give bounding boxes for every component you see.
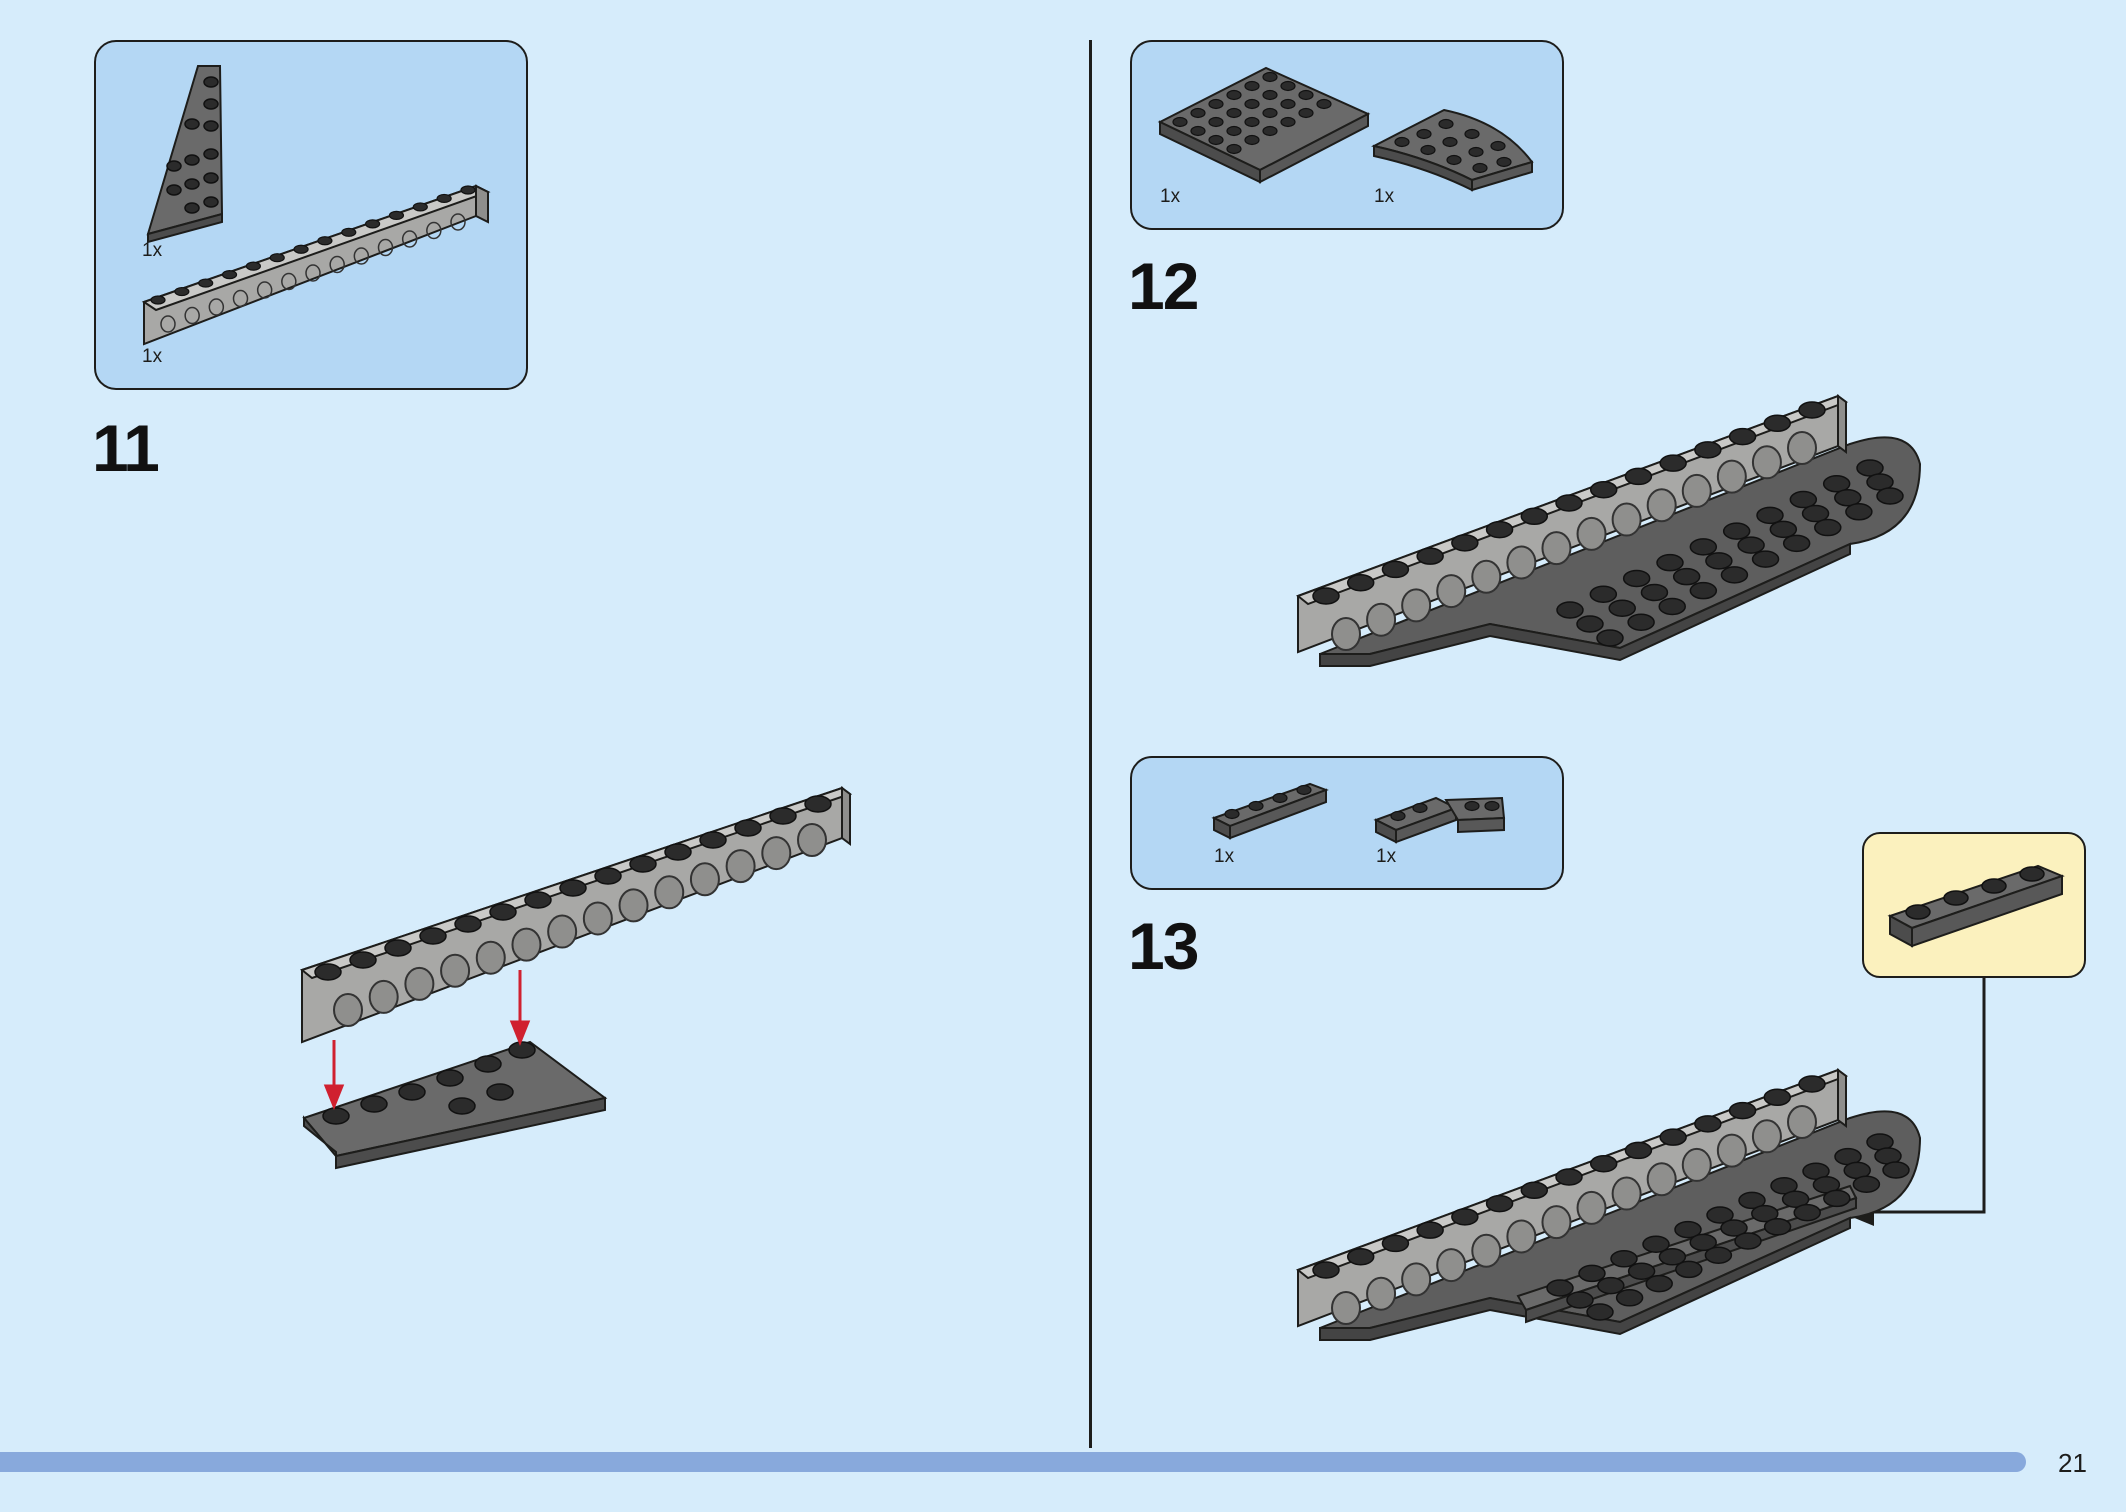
step-13-parts-box: 1x 1x xyxy=(1130,756,1564,890)
plate-1x4-icon xyxy=(1211,782,1329,840)
page-number: 21 xyxy=(2058,1448,2087,1478)
step-13-number: 13 xyxy=(1128,909,1199,983)
submodel-callout xyxy=(1862,832,2086,978)
step-13-part-2-qty: 1x xyxy=(1376,846,1397,867)
technic-brick-icon xyxy=(141,184,491,346)
step-12-part-1-qty: 1x xyxy=(1160,186,1181,207)
progress-bar xyxy=(0,1452,2026,1472)
step-12-number: 12 xyxy=(1128,249,1199,323)
step-12-part-2-qty: 1x xyxy=(1374,186,1395,207)
step-11-part-1-qty: 1x xyxy=(142,240,163,261)
step-12-assembly xyxy=(1295,394,1922,667)
wedge-plate-icon xyxy=(146,65,224,244)
step-11-assembly xyxy=(299,786,853,1170)
step-11-parts-box: 1x 1x xyxy=(94,40,528,390)
step-13-part-1-qty: 1x xyxy=(1214,846,1235,867)
quarter-round-plate-icon xyxy=(1371,108,1534,192)
step-13-assembly xyxy=(1295,1068,1922,1341)
hinge-plate-icon xyxy=(1373,796,1506,844)
plate-1x4-icon xyxy=(1887,864,2065,948)
step-12-parts-box: 1x 1x xyxy=(1130,40,1564,230)
step-11-number: 11 xyxy=(92,411,160,485)
page-divider xyxy=(1089,40,1092,1448)
step-11-part-2-qty: 1x xyxy=(142,346,163,367)
plate-4x6-icon xyxy=(1157,66,1371,184)
